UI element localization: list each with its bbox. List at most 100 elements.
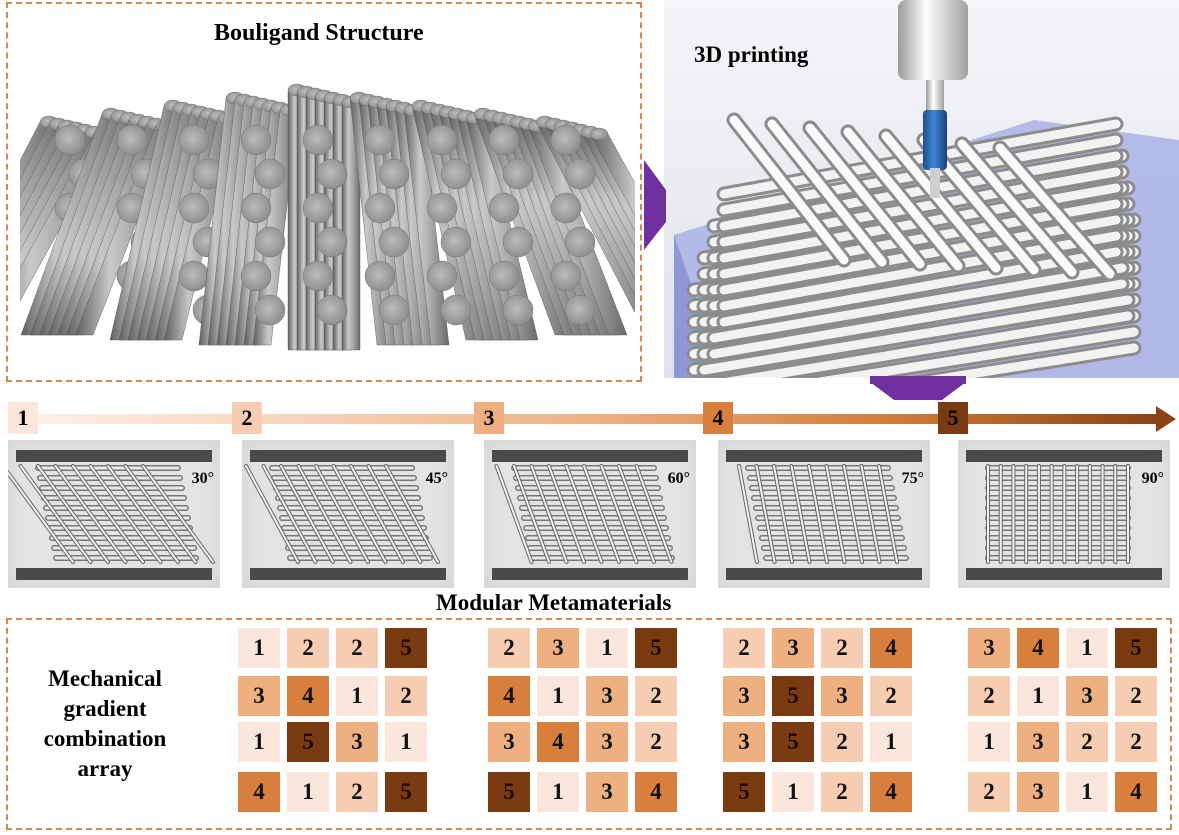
level-badge-1: 1 <box>8 402 38 434</box>
grid-cell: 2 <box>870 676 912 716</box>
grid-cell: 1 <box>1066 772 1108 812</box>
grid-cell: 1 <box>968 722 1010 762</box>
grid-cell: 2 <box>336 628 378 668</box>
grid-cell: 2 <box>635 722 677 762</box>
grid-cell: 2 <box>635 676 677 716</box>
grid-cell: 4 <box>488 676 530 716</box>
sample-60-lattice <box>492 450 688 580</box>
grid-cell: 5 <box>385 628 427 668</box>
sample-60: 60° <box>484 440 696 588</box>
grid-cell: 3 <box>586 772 628 812</box>
grid-cell: 2 <box>821 772 863 812</box>
modular-title: Modular Metamaterials <box>436 590 672 615</box>
grid-cell: 5 <box>385 772 427 812</box>
grid-cell: 2 <box>821 628 863 668</box>
grid-cell: 1 <box>1017 676 1059 716</box>
grid-cell: 5 <box>723 772 765 812</box>
grid-cell: 3 <box>723 676 765 716</box>
grid-cell: 3 <box>968 628 1010 668</box>
grid-cell: 2 <box>821 722 863 762</box>
grid-cell: 1 <box>287 772 329 812</box>
grid-cell: 2 <box>488 628 530 668</box>
grid-cell: 2 <box>385 676 427 716</box>
grid-cell: 5 <box>772 676 814 716</box>
grid-cell: 3 <box>1017 722 1059 762</box>
grid-cell: 1 <box>870 722 912 762</box>
grid-cell: 2 <box>968 676 1010 716</box>
grid-cell: 1 <box>772 772 814 812</box>
grid-cell: 1 <box>238 722 280 762</box>
grid-cell: 5 <box>772 722 814 762</box>
grid-cell: 3 <box>1017 772 1059 812</box>
grid-cell: 3 <box>336 722 378 762</box>
grid-cell: 1 <box>1066 628 1108 668</box>
grid-cell: 2 <box>723 628 765 668</box>
array-label-line: array <box>77 756 133 781</box>
grid-cell: 2 <box>1115 722 1157 762</box>
grid-cell: 2 <box>968 772 1010 812</box>
grid-cell: 5 <box>287 722 329 762</box>
grid-cell: 1 <box>238 628 280 668</box>
grid-cell: 3 <box>723 722 765 762</box>
grid-cell: 2 <box>1115 676 1157 716</box>
angle-label: 30° <box>191 470 214 487</box>
bouligand-title: Bouligand Structure <box>214 20 424 46</box>
sample-90-lattice <box>966 450 1162 580</box>
grid-cell: 4 <box>287 676 329 716</box>
angle-label: 90° <box>1141 470 1164 487</box>
array-label-line: combination <box>43 726 167 751</box>
grid-cell: 3 <box>586 722 628 762</box>
angle-label: 75° <box>901 470 924 487</box>
grid-cell: 5 <box>1115 628 1157 668</box>
grid-cell: 3 <box>1066 676 1108 716</box>
grid-cell: 4 <box>238 772 280 812</box>
grid-cell: 1 <box>385 722 427 762</box>
sample-90: 90° <box>958 440 1170 588</box>
grid-cell: 5 <box>488 772 530 812</box>
level-badge-5: 5 <box>938 402 968 434</box>
grid-cell: 3 <box>537 628 579 668</box>
bouligand-panel <box>6 2 642 382</box>
array-label: Mechanical gradient combination array <box>20 664 190 784</box>
sample-45-lattice <box>244 450 446 580</box>
array-label-line: gradient <box>63 696 147 721</box>
grid-cell: 2 <box>336 772 378 812</box>
bouligand-illustration <box>20 83 635 351</box>
array-label-line: Mechanical <box>48 666 162 691</box>
grid-cell: 1 <box>336 676 378 716</box>
grid-cell: 3 <box>772 628 814 668</box>
sample-45: 45° <box>242 440 454 588</box>
level-badge-4: 4 <box>703 402 733 434</box>
grid-cell: 1 <box>586 628 628 668</box>
grid-cell: 1 <box>537 676 579 716</box>
grid-cell: 4 <box>870 772 912 812</box>
level-badge-2: 2 <box>232 402 262 434</box>
arrow-right-icon <box>644 160 666 250</box>
sample-30: 30° <box>8 440 220 588</box>
combination-panel <box>6 618 1172 830</box>
grid-cell: 2 <box>1066 722 1108 762</box>
grid-cell: 4 <box>537 722 579 762</box>
grid-cell: 4 <box>870 628 912 668</box>
printed-lattice <box>686 112 1142 378</box>
sample-75: 75° <box>718 440 930 588</box>
grid-cell: 1 <box>537 772 579 812</box>
grid-cell: 3 <box>488 722 530 762</box>
grid-cell: 4 <box>1115 772 1157 812</box>
grid-cell: 3 <box>586 676 628 716</box>
level-badge-3: 3 <box>474 402 504 434</box>
printing-illustration <box>674 0 1179 378</box>
grid-cell: 3 <box>821 676 863 716</box>
angle-label: 45° <box>425 470 448 487</box>
gradient-arrow <box>18 406 1176 432</box>
grid-cell: 5 <box>635 628 677 668</box>
grid-cell: 4 <box>635 772 677 812</box>
printing-title: 3D printing <box>694 42 809 67</box>
grid-cell: 2 <box>287 628 329 668</box>
angle-label: 60° <box>667 470 690 487</box>
sample-30-lattice <box>8 450 215 580</box>
grid-cell: 4 <box>1017 628 1059 668</box>
sample-75-lattice <box>726 450 922 580</box>
arrow-down-icon <box>870 376 966 400</box>
grid-cell: 3 <box>238 676 280 716</box>
